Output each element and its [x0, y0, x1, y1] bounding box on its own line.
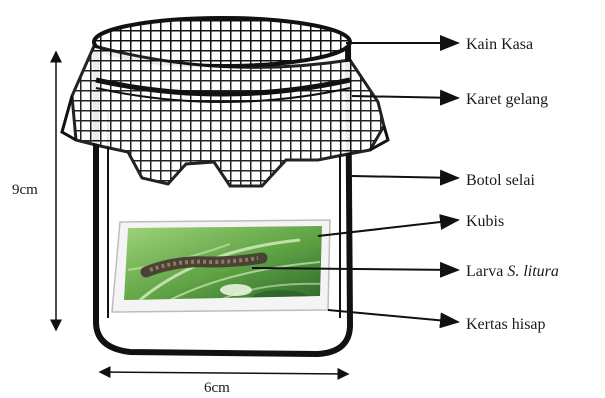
- label-larva-prefix: Larva: [466, 263, 507, 280]
- width-dimension: 6cm: [100, 372, 348, 396]
- label-larva-species: S. litura: [507, 263, 559, 280]
- label-karet-gelang: Karet gelang: [466, 91, 548, 108]
- arrow-botol-selai: [352, 176, 458, 178]
- label-botol-selai: Botol selai: [466, 172, 535, 189]
- height-label: 9cm: [12, 182, 38, 198]
- label-kertas-hisap: Kertas hisap: [466, 316, 546, 333]
- height-dimension: 9cm: [12, 52, 56, 330]
- label-kain-kasa: Kain Kasa: [466, 36, 533, 53]
- width-label: 6cm: [204, 380, 230, 396]
- label-larva: Larva S. litura: [466, 263, 559, 280]
- label-kubis: Kubis: [466, 213, 504, 230]
